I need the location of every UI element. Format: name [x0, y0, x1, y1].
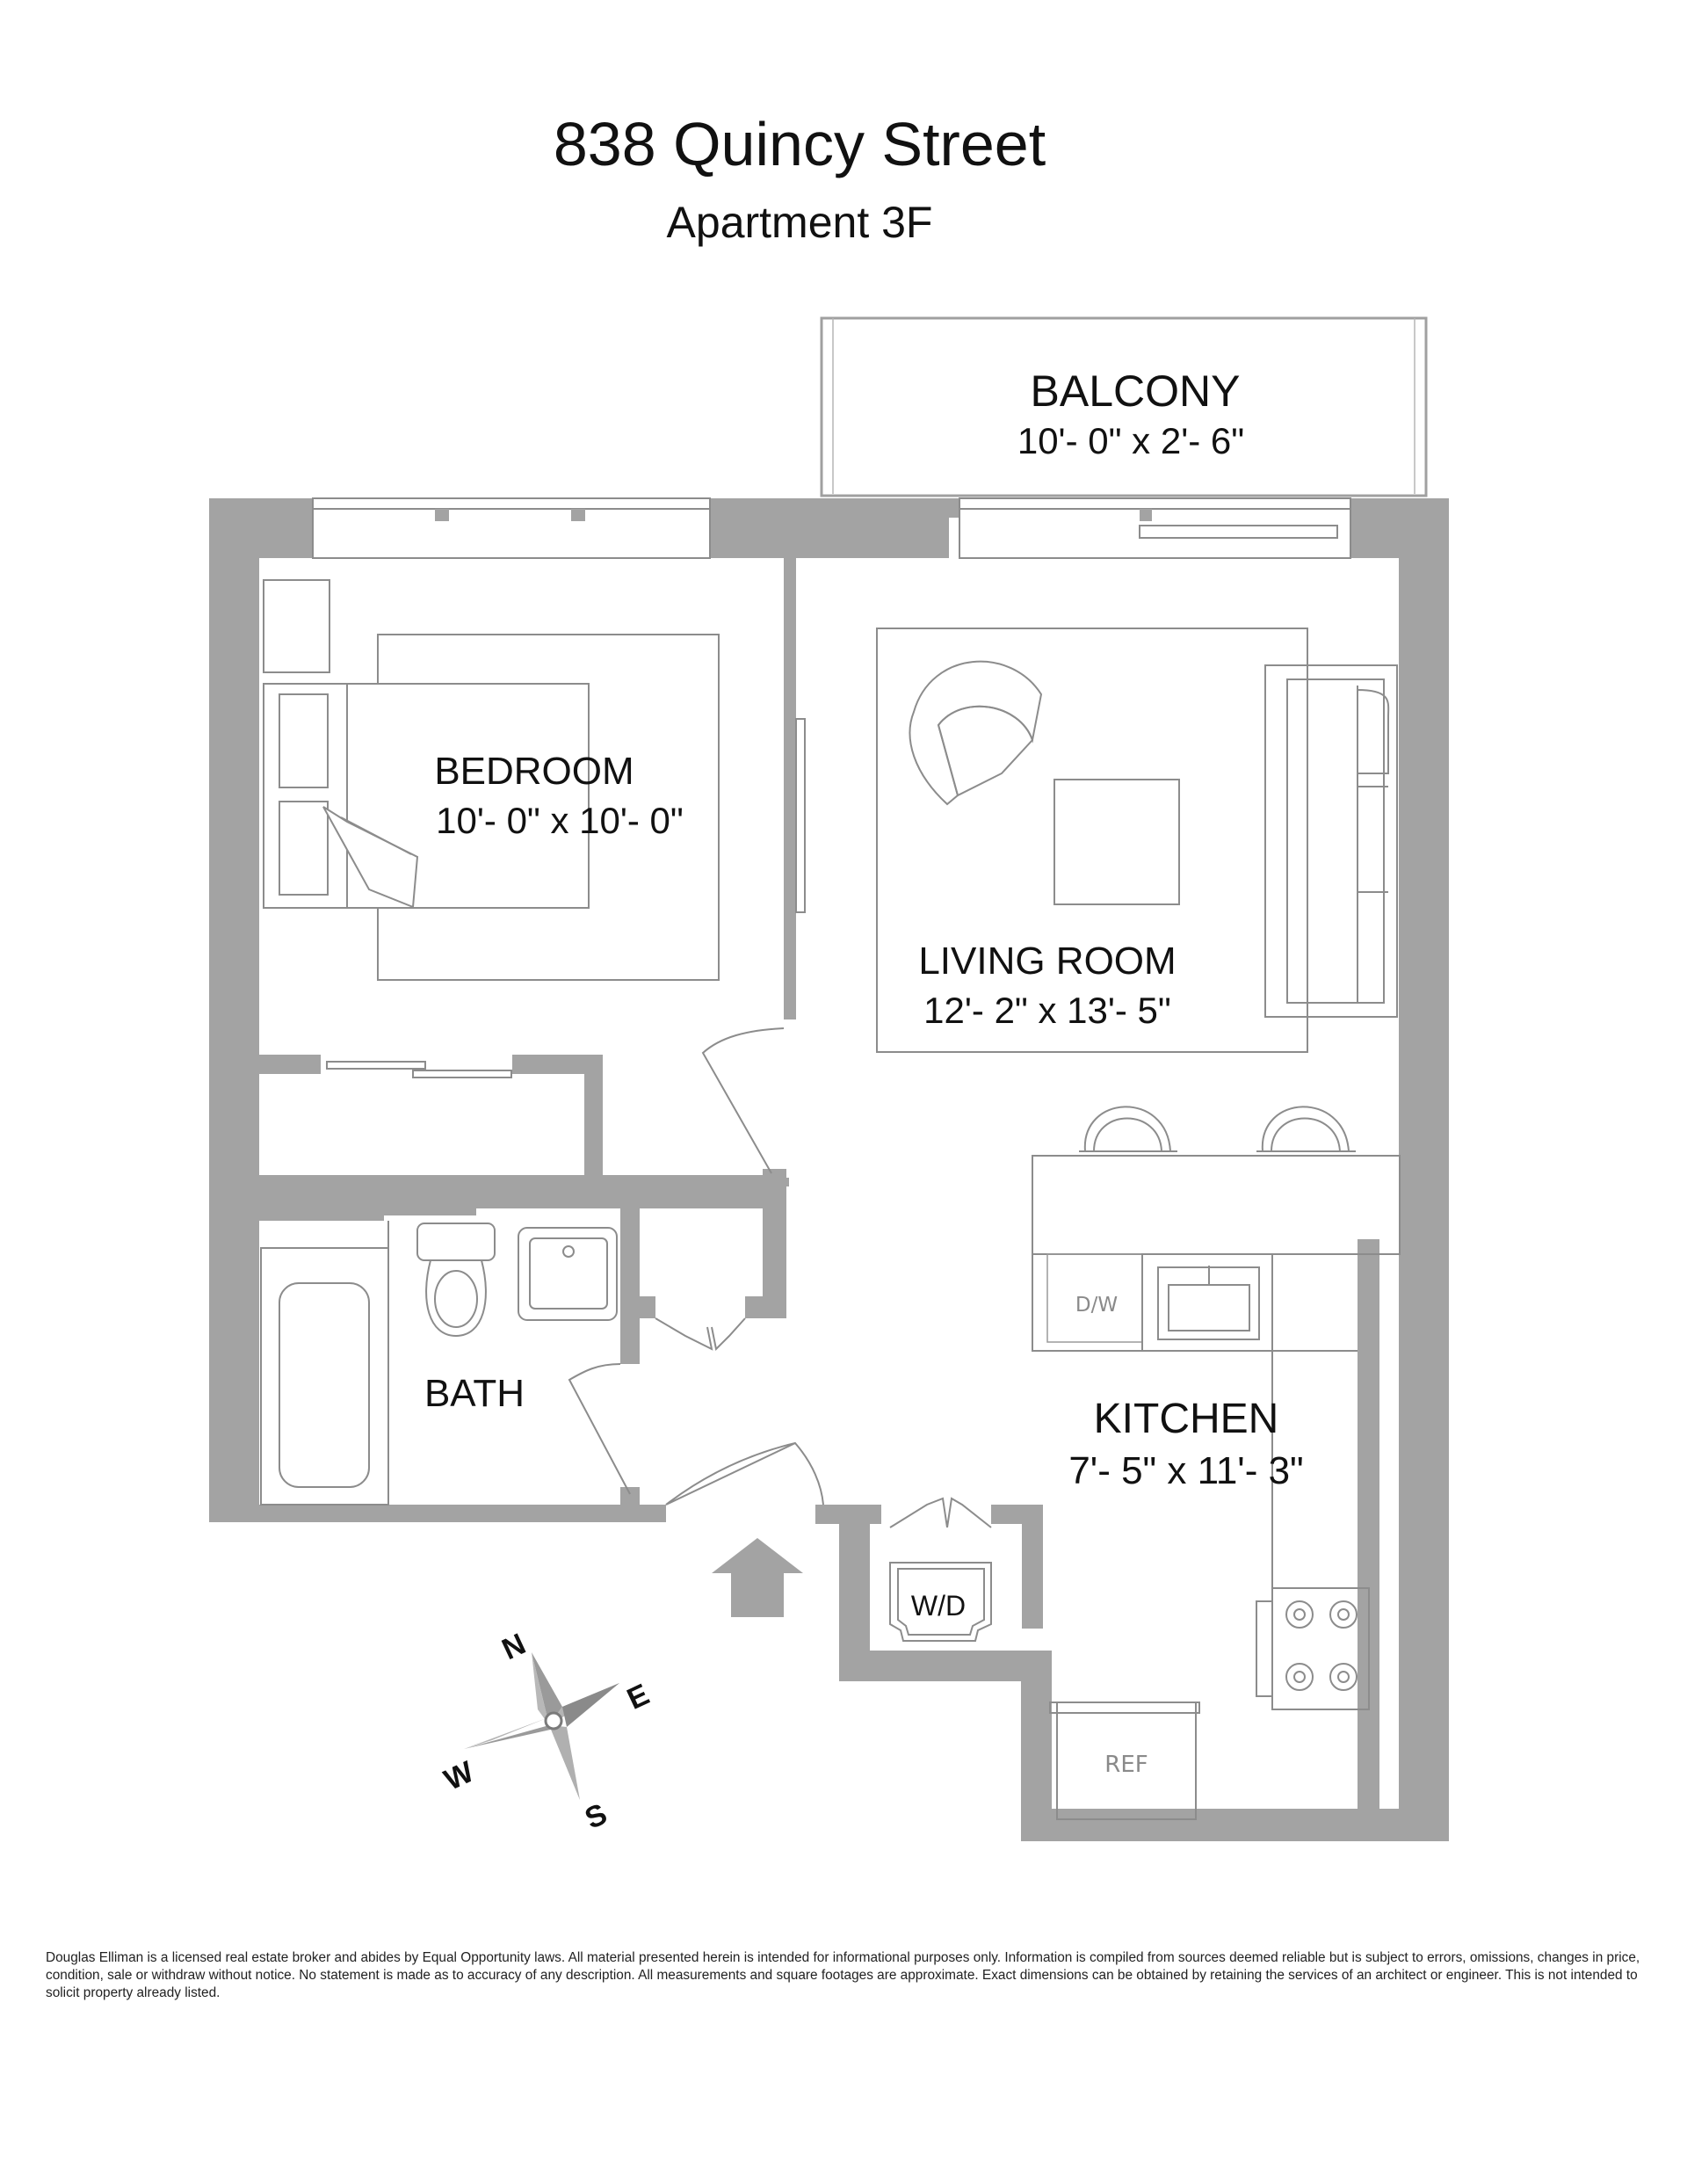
bedroom-door	[701, 1027, 789, 1186]
dishwasher-label: D/W	[1075, 1294, 1118, 1317]
up-arrow-icon	[712, 1538, 803, 1617]
coffee-table	[1053, 779, 1180, 905]
bath-sink	[518, 1227, 618, 1321]
balcony-label: BALCONY	[1031, 366, 1241, 416]
legal-disclaimer: Douglas Elliman is a licensed real estat…	[46, 1950, 1640, 2000]
bedroom-label: BEDROOM	[434, 750, 634, 793]
living-rug	[876, 628, 1308, 1053]
living-room-dimensions: 12'- 2" x 13'- 5"	[923, 990, 1171, 1031]
refrigerator: REF	[1049, 1701, 1200, 1820]
bath-label: BATH	[424, 1372, 525, 1415]
kitchen-counter	[1032, 1155, 1401, 1255]
walls	[209, 498, 1449, 1841]
nightstand	[263, 579, 330, 673]
compass-east: E	[622, 1678, 655, 1716]
compass-west: W	[439, 1755, 480, 1797]
kitchen-dimensions: 7'- 5" x 11'- 3"	[1068, 1449, 1303, 1492]
kitchen-sink	[1157, 1266, 1260, 1340]
hall-closet	[655, 1317, 746, 1352]
balcony: BALCONY 10'- 0" x 2'- 6"	[820, 316, 1428, 497]
bar-stools	[1079, 1106, 1356, 1152]
stove	[1256, 1587, 1370, 1710]
bedroom: BEDROOM 10'- 0" x 10'- 0"	[263, 579, 806, 981]
washer-dryer-label: W/D	[911, 1590, 966, 1622]
kitchen-label: KITCHEN	[1094, 1396, 1279, 1442]
windows	[312, 497, 1351, 559]
kitchen: D/W REF KITCHEN 7'- 5" x	[1032, 1253, 1370, 1820]
compass: N E S W	[439, 1627, 655, 1836]
living-room-label: LIVING ROOM	[918, 940, 1176, 983]
bath-door	[568, 1363, 631, 1495]
sofa	[1264, 664, 1398, 1018]
toilet	[416, 1223, 496, 1338]
bedroom-dimensions: 10'- 0" x 10'- 0"	[436, 800, 684, 841]
washer-dryer: W/D	[889, 1497, 992, 1642]
closet-doors	[326, 1061, 512, 1078]
apartment-number: Apartment 3F	[667, 198, 933, 247]
bed	[263, 683, 590, 909]
entry-door	[665, 1441, 824, 1506]
compass-north: N	[497, 1627, 531, 1666]
armchair	[909, 660, 1043, 806]
property-address: 838 Quincy Street	[554, 110, 1046, 178]
balcony-dimensions: 10'- 0" x 2'- 6"	[1017, 420, 1244, 461]
compass-south: S	[580, 1797, 612, 1836]
refrigerator-label: REF	[1104, 1752, 1148, 1778]
bath: BATH	[260, 1221, 631, 1506]
living-room: LIVING ROOM 12'- 2" x 13'- 5"	[876, 628, 1398, 1053]
